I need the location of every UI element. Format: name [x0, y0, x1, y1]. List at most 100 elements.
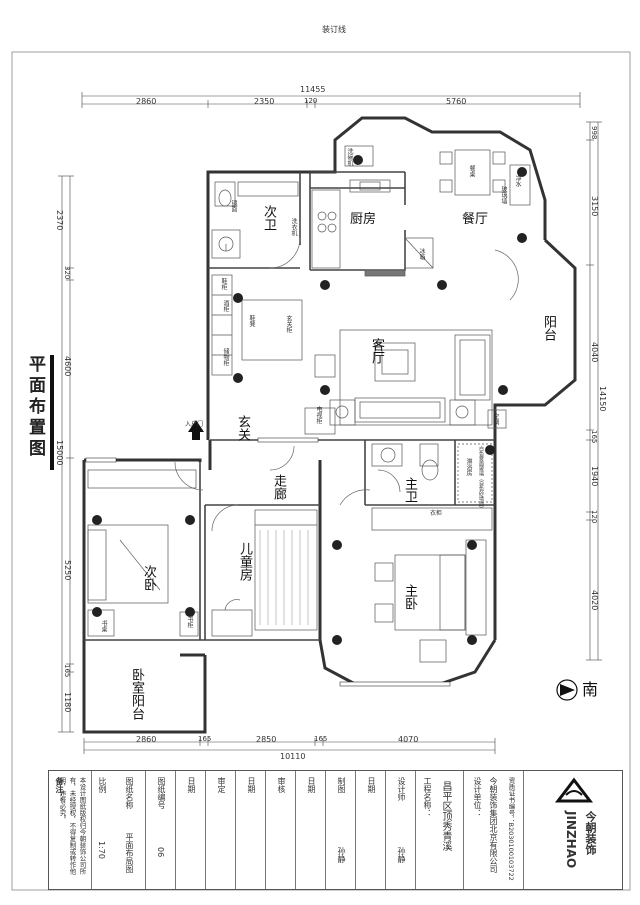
tb-company-value: 今朝装饰集团北京有限公司: [489, 777, 498, 873]
tb-notes-title: 备注：: [55, 777, 64, 801]
dim-bottom-a: 2860: [136, 735, 157, 744]
kitchen-fixtures: [311, 179, 434, 277]
room-second-bath: 次卫: [261, 205, 276, 231]
master-bath-fixtures: [371, 443, 493, 503]
label-glass-wall: 玻璃墙: [500, 186, 507, 204]
label-bookcase: 书柜: [186, 616, 193, 628]
tb-drafter: 制图 孙静: [325, 771, 355, 889]
label-shoe-cabinet: 鞋柜: [220, 278, 227, 290]
tb-license: 资质证书编号：B2030100103722: [507, 777, 515, 881]
drawing-title: 平面布置图: [22, 355, 54, 470]
ceiling-lights: [92, 155, 527, 645]
label-shoe-chair: 鞋凳: [248, 315, 255, 327]
windows: [85, 437, 451, 687]
label-storage: 储物柜: [222, 348, 229, 366]
jinzhao-logo-icon: [554, 777, 594, 803]
tb-project-label: 工程名称：: [423, 777, 432, 817]
room-second-bed: 次卧: [141, 565, 156, 591]
label-washer: 洗衣机: [290, 218, 297, 236]
tb-brand-en: JINZHAO: [564, 811, 578, 869]
dim-top-b: 2350: [254, 97, 275, 106]
tb-drawing-no: 图纸编号 06: [145, 771, 175, 889]
tb-check: 审核: [265, 771, 295, 889]
tb-scale-label: 比例: [98, 777, 107, 793]
dim-top-a: 2860: [136, 97, 157, 106]
master-bed-furniture: [371, 507, 493, 663]
tb-scale: 比例 1:70 图纸名称 平面布局图: [91, 771, 145, 889]
dim-bottom-e: 4070: [398, 735, 419, 744]
bottom-dimension-lines: [83, 738, 496, 754]
dim-right-d: 165: [590, 430, 598, 444]
dim-left-total: 15000: [55, 440, 64, 466]
dim-right-e: 1940: [590, 466, 599, 487]
tb-review-label: 审定: [217, 777, 226, 793]
dim-left-f: 1180: [63, 692, 72, 713]
tb-drawing-no-value: 06: [156, 847, 165, 858]
dim-right-c: 4040: [590, 342, 599, 363]
tb-drafter-value: 孙静: [337, 847, 346, 863]
room-master-bed: 主卧: [402, 584, 417, 610]
label-tv-cab: 电视柜: [315, 406, 322, 424]
dim-right-a: 998: [590, 126, 598, 140]
entry-door-label: 入户门: [185, 421, 204, 428]
label-table: 餐桌: [468, 165, 475, 177]
label-dish: 洗碗机: [346, 148, 353, 166]
door-swings: [174, 237, 519, 532]
tb-date: 日期: [175, 771, 205, 889]
dining-furniture: [344, 145, 531, 206]
tb-date2-label: 日期: [247, 777, 256, 793]
room-dining: 餐厅: [462, 212, 489, 227]
tb-notes: 备注： 本设计图纸版权归今朝装饰公司所有，未经授权，不得复制或转作他用，违者必究…: [49, 771, 91, 889]
tb-date-4: 日期: [355, 771, 385, 889]
label-shower: 淋浴房: [465, 458, 472, 476]
label-wardrobe: 衣柜: [430, 510, 443, 517]
tb-drawing-name-label: 图纸名称: [125, 777, 134, 809]
dim-left-d: 5250: [63, 560, 72, 581]
dim-left-a: 2370: [55, 210, 64, 231]
living-furniture: [314, 329, 507, 429]
tb-brand-cn: 今朝装饰: [584, 811, 597, 855]
tb-date-3: 日期: [295, 771, 325, 889]
dim-bottom-b: 165: [198, 735, 212, 743]
label-mirror: 镜面: [230, 200, 237, 212]
left-dimension-lines: [58, 175, 74, 733]
tb-date-2: 日期: [235, 771, 265, 889]
label-fridge: 冰箱: [418, 248, 425, 260]
second-bed-furniture: [87, 469, 199, 637]
kids-furniture: [211, 509, 318, 637]
tb-review: 审定: [205, 771, 235, 889]
tb-check-label: 审核: [277, 777, 286, 793]
entry-cabinets: [211, 274, 336, 435]
room-kitchen: 厨房: [350, 212, 377, 227]
tb-designer-value: 孙静: [397, 847, 406, 863]
tb-drawing-no-label: 图纸编号: [157, 777, 166, 809]
south-arrow: [556, 679, 578, 701]
room-corridor: 走廊: [271, 474, 286, 500]
title-block: 备注： 本设计图纸版权归今朝装饰公司所有，未经授权，不得复制或转作他用，违者必究…: [48, 770, 623, 890]
dim-right-b: 3150: [590, 196, 599, 217]
tb-project: 工程名称： 昌平区顶秀青溪: [415, 771, 463, 889]
entry-arrow: [188, 420, 204, 440]
south-label: 南: [582, 680, 599, 699]
dim-bottom-total: 10110: [280, 752, 306, 761]
room-living: 客厅: [369, 338, 384, 364]
label-glass-note: 白色雾面玻璃（自色砂墙面）: [478, 446, 484, 511]
dim-right-g: 4020: [590, 590, 599, 611]
label-wine-cabinet: 酒柜: [222, 300, 229, 312]
dim-right-f: 120: [590, 510, 598, 524]
tb-brand: JINZHAO 今朝装饰: [523, 771, 622, 889]
tb-date-label: 日期: [187, 777, 196, 793]
room-balcony: 阳台: [541, 315, 556, 341]
label-water: 净水: [514, 175, 521, 187]
top-dimension-lines: [81, 92, 581, 108]
tb-drafter-label: 制图: [337, 777, 346, 793]
room-kids: 儿童房: [237, 542, 252, 581]
dim-right-total: 14150: [598, 386, 607, 412]
tb-notes-body: 本设计图纸版权归今朝装饰公司所有，未经授权，不得复制或转作他用，违者必究。: [58, 777, 86, 875]
tb-designer-label: 设计师: [397, 777, 406, 801]
dim-left-c: 4600: [63, 356, 72, 377]
room-master-bath: 主卫: [402, 477, 417, 503]
dim-bottom-d: 165: [314, 735, 328, 743]
room-entry: 玄关: [235, 415, 250, 441]
